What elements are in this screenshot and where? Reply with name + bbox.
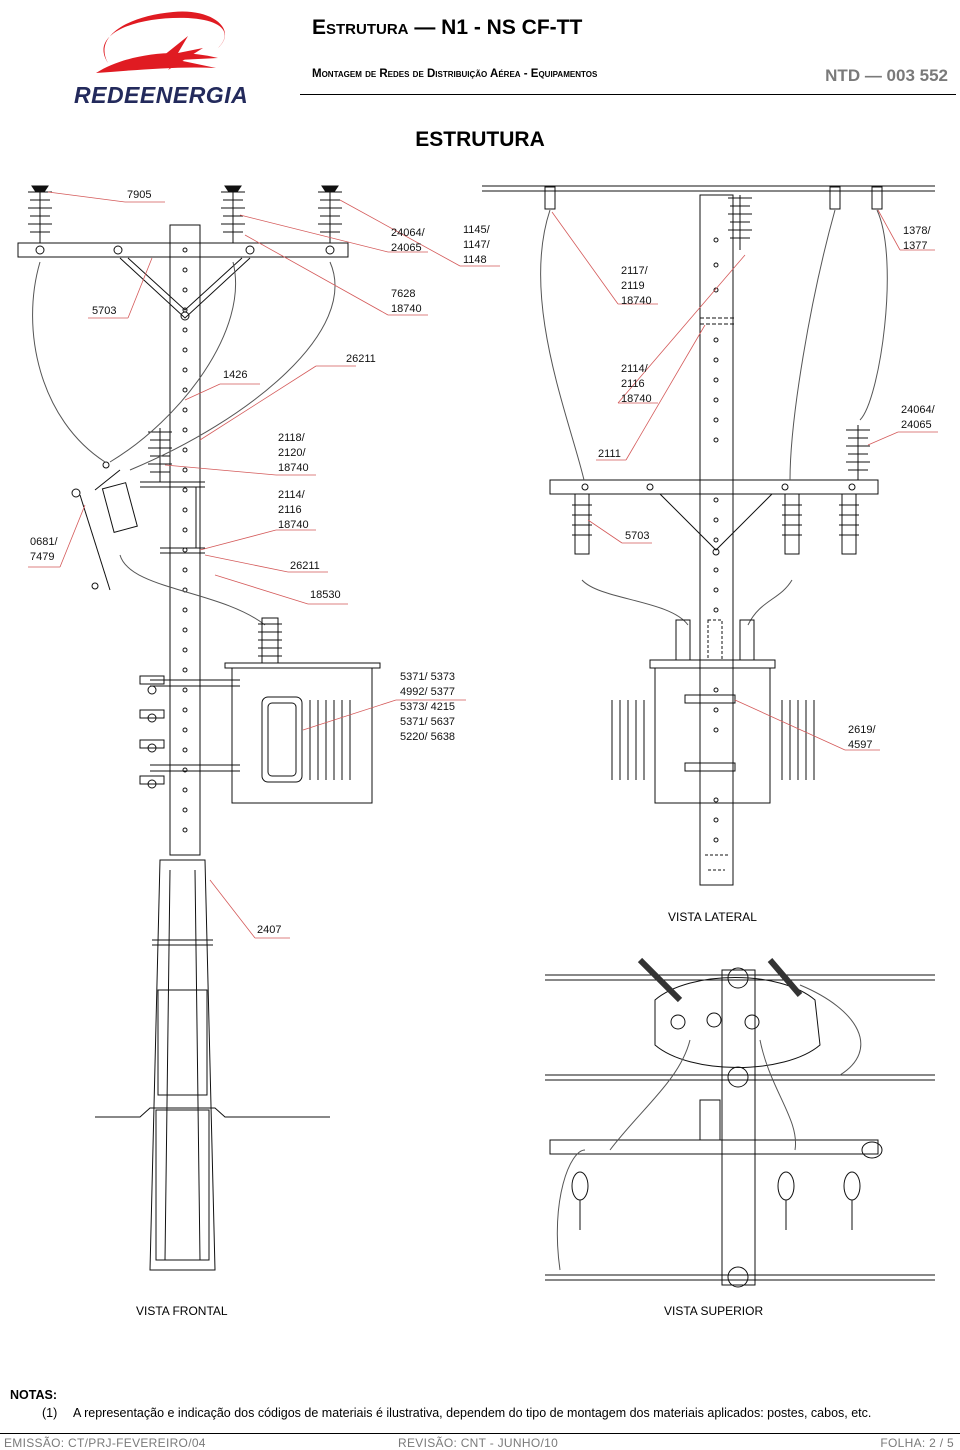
- front-ground-line: [95, 1107, 330, 1118]
- front-wires: [32, 261, 336, 626]
- side-view: [482, 185, 935, 886]
- document-subtitle: Montagem de Redes de Distribuição Aérea …: [312, 68, 598, 80]
- view-superior-title: VISTA SUPERIOR: [664, 1304, 764, 1318]
- footer-folha: FOLHA: 2 / 5: [880, 1436, 954, 1450]
- label-7905: 7905: [127, 189, 152, 201]
- top-insulators: [637, 957, 803, 1003]
- side-transformer: [611, 619, 815, 804]
- top-transformer: [654, 977, 821, 1068]
- view-lateral-title: VISTA LATERAL: [668, 910, 757, 924]
- side-insulator: [846, 425, 870, 480]
- top-arresters: [571, 1171, 861, 1230]
- label-26211-top: 26211: [346, 353, 376, 365]
- front-pole: [169, 224, 201, 856]
- logo-wordmark: REDEENERGIA: [74, 82, 249, 108]
- side-arresters: [572, 493, 859, 555]
- side-pole-holes: [713, 237, 719, 843]
- logo-mark-icon: [96, 11, 226, 73]
- front-mid-insulator: [148, 428, 172, 482]
- label-2111: 2111: [598, 448, 621, 460]
- label-24064-front: 24064/24065: [391, 227, 425, 254]
- label-24064-side: 24064/24065: [901, 404, 935, 431]
- label-1426: 1426: [223, 369, 248, 381]
- view-frontal-title: VISTA FRONTAL: [136, 1304, 228, 1318]
- front-fuse-cutout: [71, 461, 138, 591]
- side-wires: [540, 209, 888, 626]
- side-brace: [659, 493, 773, 551]
- label-2619: 2619/4597: [848, 724, 876, 751]
- footer-emissao: EMISSÃO: CT/PRJ-FEVEREIRO/04: [4, 1436, 206, 1450]
- document-code: NTD — 003 552: [825, 66, 948, 85]
- top-pole: [721, 969, 756, 1286]
- front-top-crossarm: [17, 242, 349, 258]
- label-1145: 1145/1147/1148: [463, 224, 490, 266]
- label-5703-front: 5703: [92, 305, 117, 317]
- label-1378: 1378/1377: [903, 225, 931, 252]
- document-title: Estrutura — N1 - NS CF-TT: [312, 16, 583, 39]
- label-2118: 2118/2120/18740: [278, 432, 309, 474]
- footer-divider: [0, 1433, 960, 1434]
- section-title: ESTRUTURA: [415, 128, 545, 151]
- side-top-insulator: [728, 195, 752, 250]
- front-top-insulators: [28, 185, 342, 243]
- front-pole-base: [149, 859, 216, 1271]
- label-5703-side: 5703: [625, 530, 650, 542]
- note-1-text: A representação e indicação dos códigos …: [73, 1406, 872, 1420]
- footer-revisao: REVISÃO: CNT - JUNHO/10: [398, 1436, 559, 1450]
- label-26211-bottom: 26211: [290, 560, 320, 572]
- top-view: [545, 957, 935, 1288]
- top-crossarm: [549, 1139, 879, 1155]
- technical-drawing: [17, 185, 938, 1288]
- front-brace: [119, 257, 251, 319]
- front-pole-holes: [182, 247, 188, 833]
- header-divider: [300, 94, 956, 95]
- note-1-number: (1): [42, 1406, 58, 1420]
- leader-lines: [28, 191, 938, 939]
- label-2407: 2407: [257, 924, 282, 936]
- label-18530: 18530: [310, 589, 341, 601]
- side-crossarm: [549, 479, 879, 495]
- front-transformer: [139, 617, 381, 804]
- side-pole: [699, 194, 734, 886]
- company-logo: REDEENERGIA: [68, 8, 258, 108]
- front-view: [17, 185, 381, 1271]
- label-0681: 0681/7479: [30, 536, 58, 563]
- notes-heading: NOTAS:: [10, 1388, 57, 1402]
